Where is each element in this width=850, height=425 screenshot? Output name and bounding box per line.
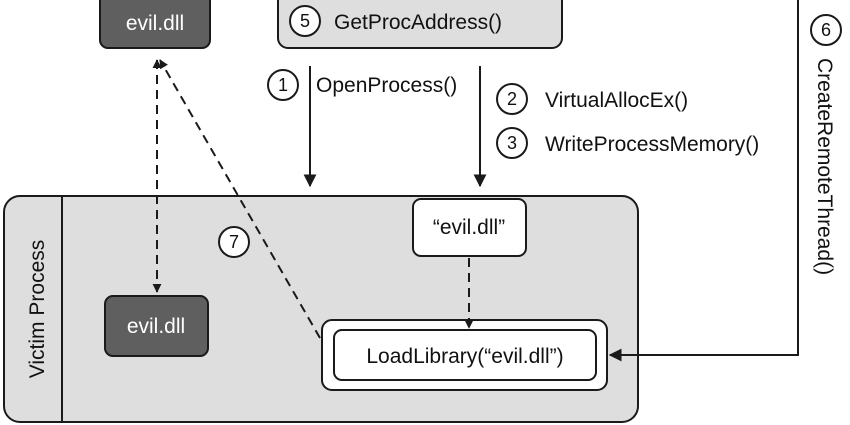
createremotethread-label: CreateRemoteThread() [813,58,836,275]
step-6-marker: 6 [810,14,842,46]
top-evil-dll-box: evil.dll [99,0,211,49]
step-5-number: 5 [300,11,310,31]
step-3-number: 3 [507,133,517,153]
step-7-number: 7 [229,232,239,252]
victim-process-title: Victim Process [26,240,49,378]
createremotethread-arrow [608,0,799,362]
step-1-number: 1 [278,75,288,95]
loaded-evil-dll-label: evil.dll [127,315,185,338]
virtualallocex-label: VirtualAllocEx() [545,89,688,112]
step-1-marker: 1 [267,69,299,101]
step-7-marker: 7 [218,226,250,258]
dll-path-string-label: “evil.dll” [433,216,505,239]
step-3-marker: 3 [496,127,528,159]
loadlibrary-box: LoadLibrary(“evil.dll”) [321,319,608,391]
loaded-evil-dll-box: evil.dll [104,295,209,357]
injector-process-box [277,0,563,49]
step-2-number: 2 [507,89,517,109]
loadlibrary-label: LoadLibrary(“evil.dll”) [366,345,563,368]
load-dll-arrow [159,59,321,339]
top-evil-dll-label: evil.dll [126,12,184,35]
writeprocessmemory-label: WriteProcessMemory() [545,133,759,156]
openprocess-label: OpenProcess() [316,74,457,97]
dll-path-string-box: “evil.dll” [412,198,527,257]
step-2-marker: 2 [496,83,528,115]
step-6-number: 6 [821,20,831,40]
step-5-marker: 5 [289,5,321,37]
getprocaddress-label: GetProcAddress() [334,11,502,34]
